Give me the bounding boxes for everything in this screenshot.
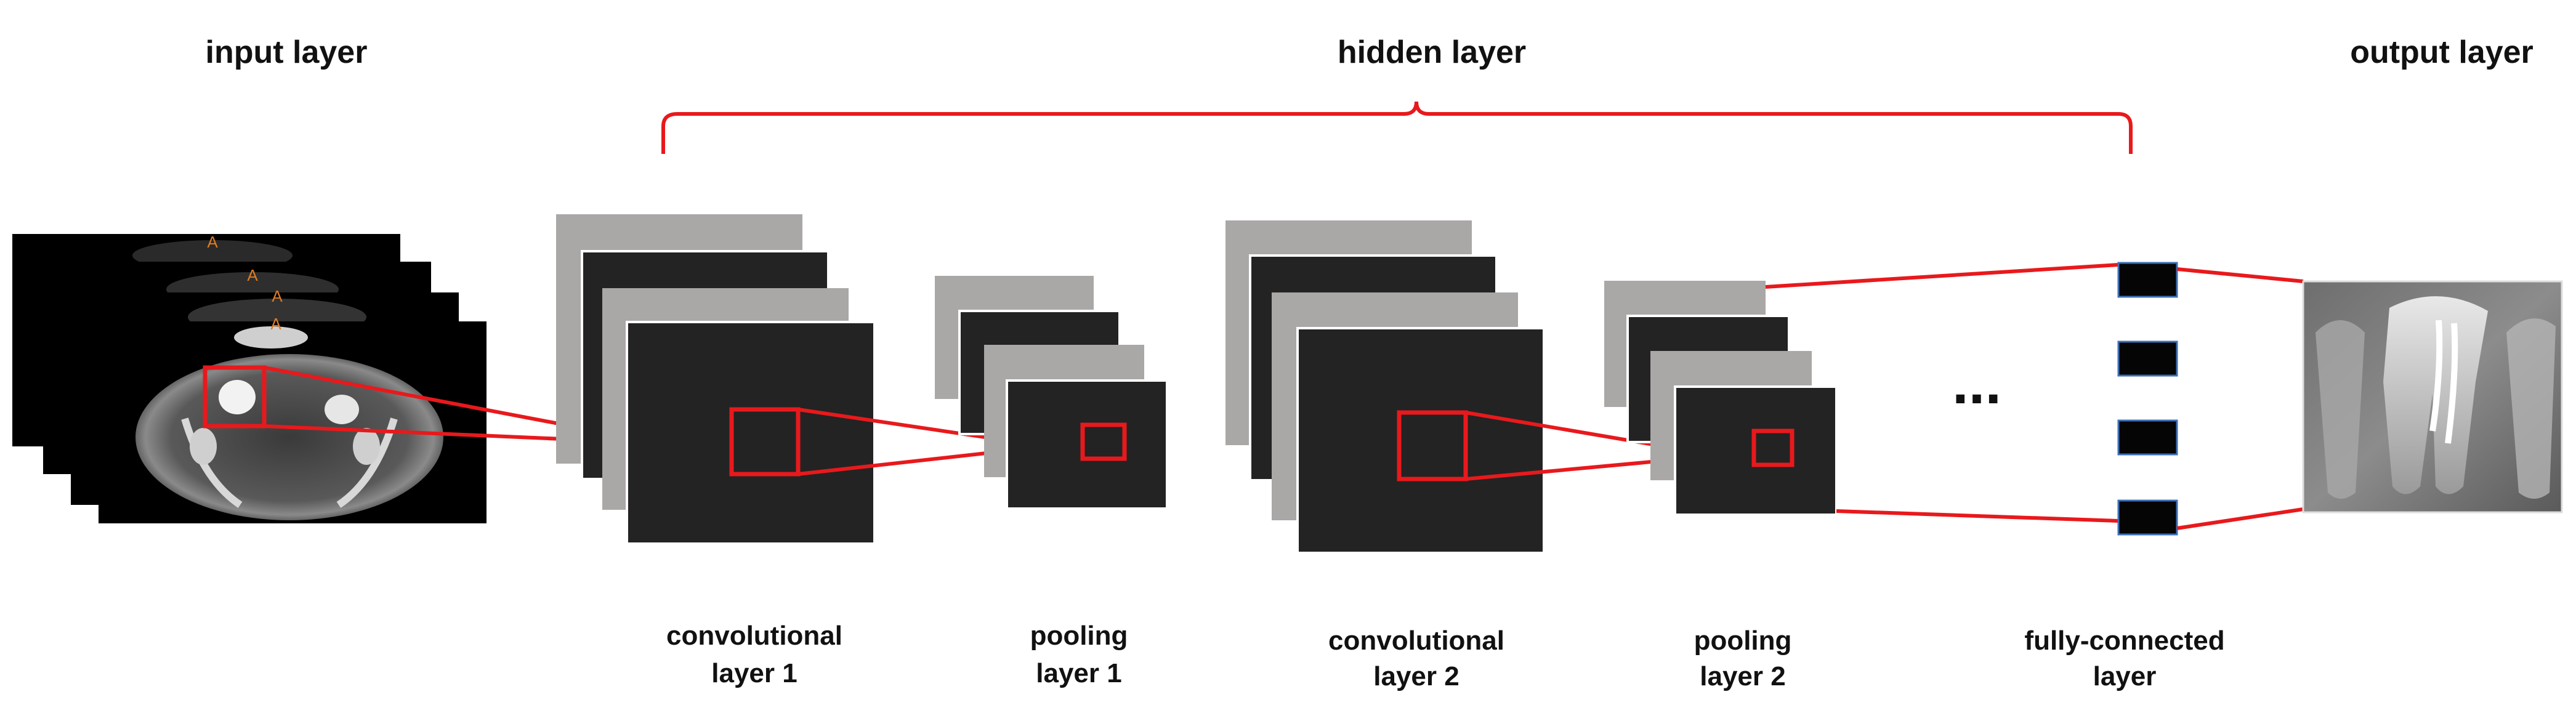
conv-layer-2	[1225, 220, 1545, 554]
ct-orientation-marker: A	[270, 315, 281, 333]
ellipsis: ...	[1952, 350, 2001, 416]
pool2-caption-line2: layer 2	[1700, 661, 1785, 691]
feature-map-front	[626, 321, 876, 545]
pooling-layer-2	[1604, 281, 1838, 516]
ct-orientation-marker: A	[247, 266, 258, 284]
output-layer-title: output layer	[2350, 34, 2534, 70]
fc-node	[2117, 419, 2178, 456]
pool1-roi-box	[1080, 422, 1127, 461]
fc-node	[2117, 262, 2178, 298]
connection-line	[1836, 509, 2119, 523]
fc-node	[2117, 499, 2178, 536]
tooth-left	[219, 380, 256, 414]
conv1-roi-box	[729, 407, 801, 477]
ct-slice-stack: A A A A	[12, 233, 487, 523]
ct-slice-4-anatomy	[234, 326, 308, 348]
hidden-layer-title: hidden layer	[1338, 34, 1526, 70]
xray-tooth-left	[2316, 320, 2365, 499]
fc-caption-line1: fully-connected	[2024, 626, 2224, 656]
connection-line	[1765, 263, 2119, 289]
ct-orientation-marker: A	[272, 287, 283, 305]
xray-frame	[2302, 280, 2563, 514]
feature-map-front	[1296, 327, 1545, 554]
ct-roi-box	[203, 365, 267, 429]
conv-layer-1	[556, 214, 876, 545]
pool1-caption-line1: pooling	[1030, 621, 1128, 651]
pool2-caption-line1: pooling	[1694, 626, 1792, 656]
connection-line	[2176, 267, 2304, 283]
conv2-roi-box	[1397, 410, 1468, 481]
fully-connected-layer	[2117, 262, 2178, 536]
hidden-layer-brace	[661, 101, 2133, 154]
condyle-left	[190, 428, 217, 465]
connection-line	[2176, 507, 2304, 530]
output-xray-image	[2302, 280, 2563, 514]
pooling-layer-1	[935, 276, 1168, 510]
fc-caption-line2: layer	[2093, 661, 2157, 691]
conv1-caption-line1: convolutional	[666, 621, 842, 651]
skull-cross-section	[135, 354, 443, 520]
conv2-caption-line1: convolutional	[1328, 626, 1504, 656]
input-layer-title: input layer	[206, 34, 368, 70]
pool2-roi-box	[1751, 429, 1795, 467]
xray-tooth-right	[2506, 318, 2556, 499]
fc-node	[2117, 340, 2178, 377]
ct-orientation-marker: A	[207, 233, 218, 251]
xray-root-canal	[2429, 320, 2458, 444]
tooth-right	[325, 395, 359, 424]
pool1-caption-line2: layer 1	[1036, 658, 1121, 688]
conv1-caption-line2: layer 1	[711, 658, 797, 688]
conv2-caption-line2: layer 2	[1373, 661, 1459, 691]
condyle-right	[353, 428, 380, 465]
feature-map-front	[1006, 379, 1168, 510]
